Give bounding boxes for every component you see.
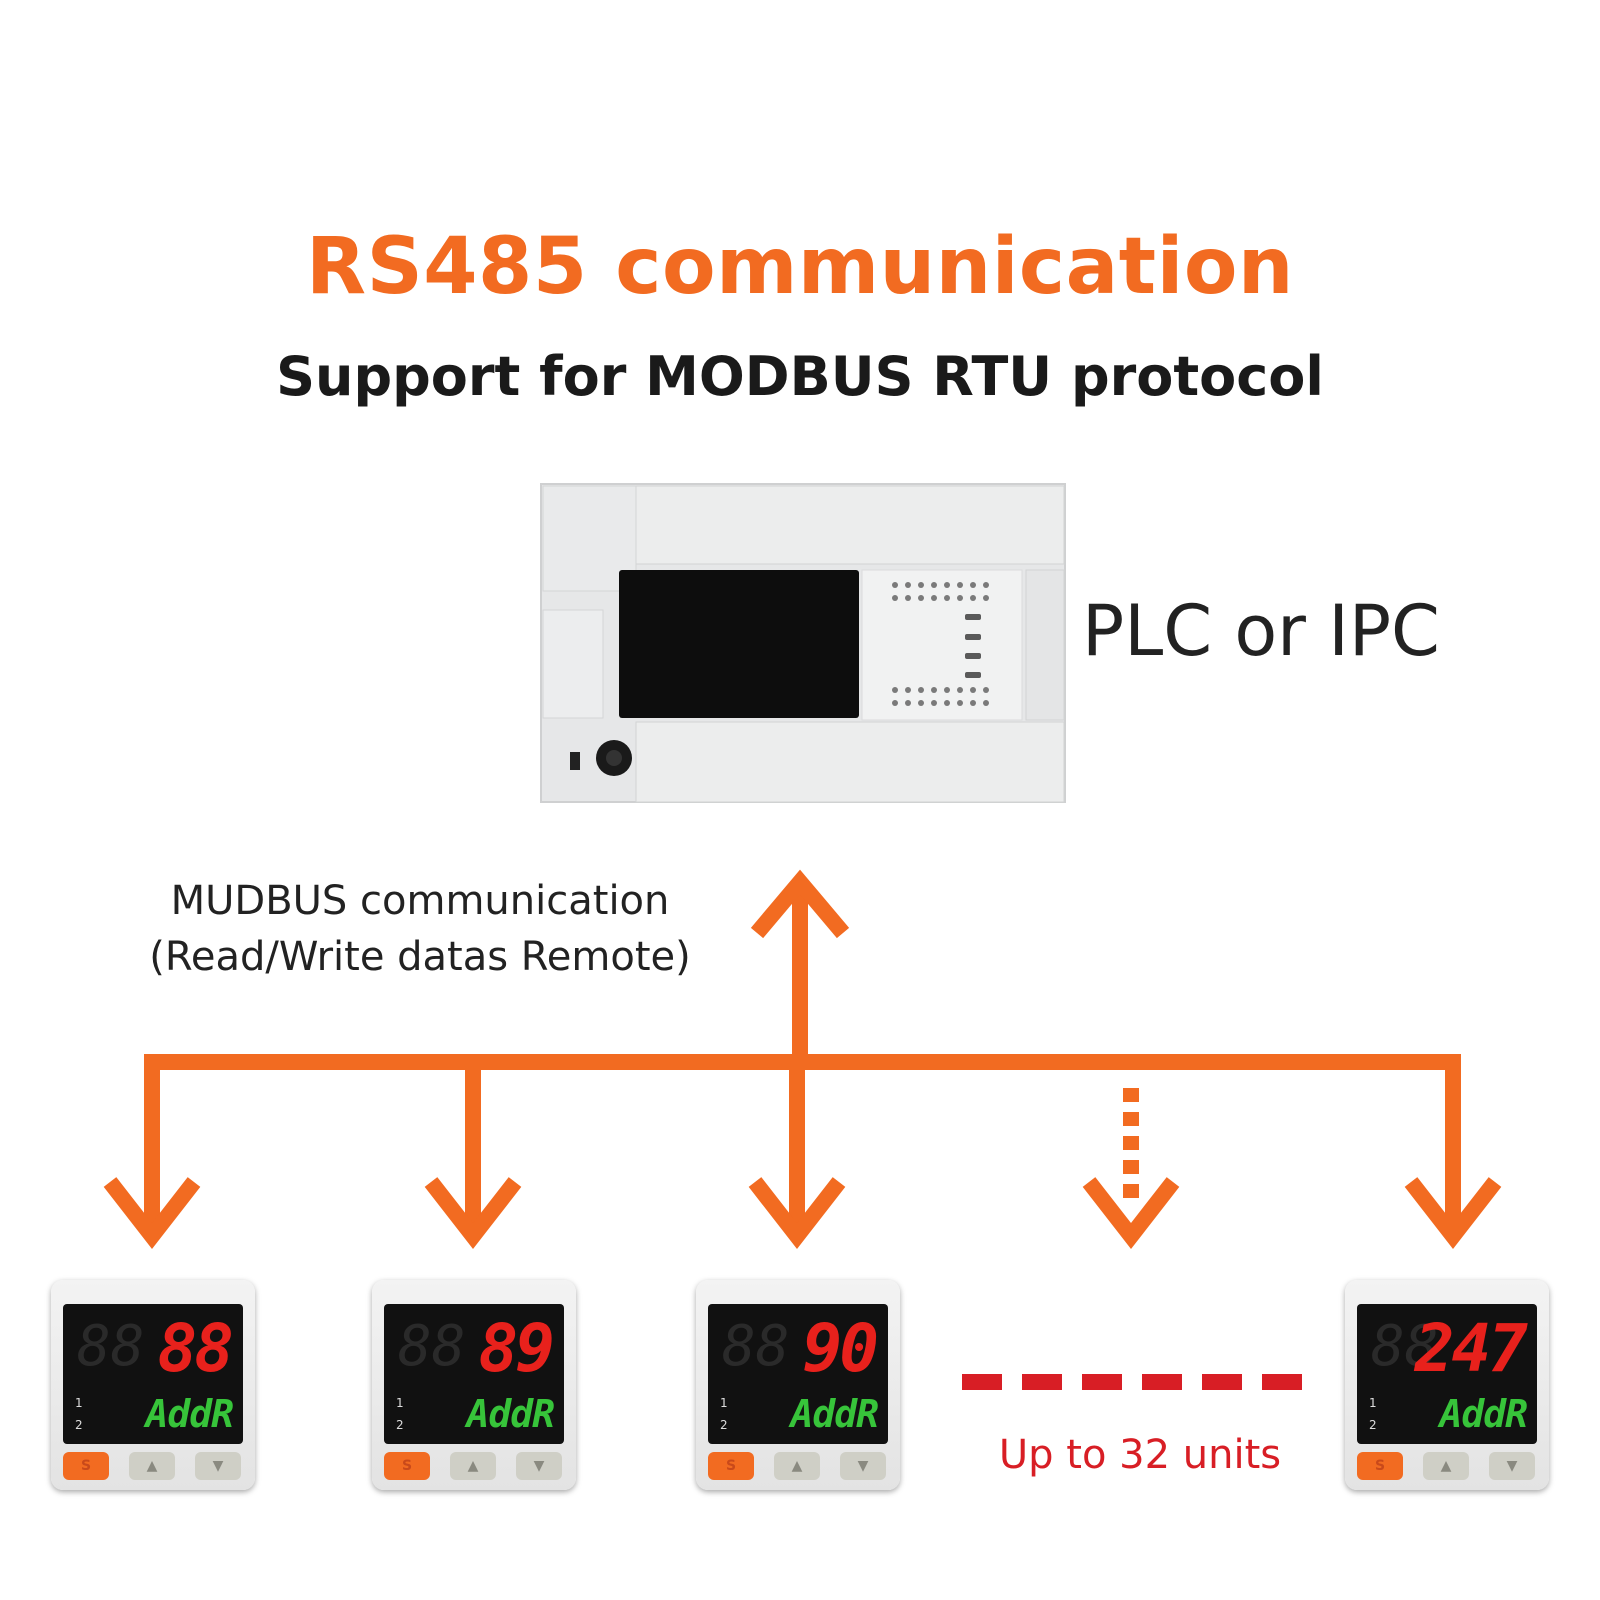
device-addr-label: AddR [466, 1392, 555, 1436]
set-button-label: S [1374, 1458, 1386, 1474]
bus-lines [103, 869, 1502, 1250]
device-address-code: 89 [478, 1310, 556, 1387]
up-button: ▲ [129, 1452, 175, 1480]
down-arrow-icon: ▼ [857, 1458, 869, 1474]
plc-device [540, 483, 1066, 803]
plc-label: PLC or IPC [1082, 590, 1440, 672]
bus-label-line2: (Read/Write datas Remote) [149, 934, 691, 980]
display-ghost-digits: 88 [1371, 1314, 1439, 1379]
indicator-1: 1 [1369, 1396, 1377, 1410]
page-title: RS485 communication [306, 222, 1294, 312]
down-button: ▼ [195, 1452, 241, 1480]
down-arrow-icon: ▼ [533, 1458, 545, 1474]
ellipsis-dash [1022, 1374, 1062, 1390]
device-address-code: 247 [1414, 1310, 1528, 1387]
device-addr-label: AddR [145, 1392, 234, 1436]
device-addr-label: AddR [790, 1392, 879, 1436]
up-button: ▲ [774, 1452, 820, 1480]
plc-status-leds [965, 614, 981, 678]
slave-device: 88 88 1 2 AddR S ▲ ▼ [51, 1280, 255, 1490]
indicator-1: 1 [75, 1396, 83, 1410]
plc-io-leds [892, 582, 989, 706]
bus-label-line1: MUDBUS communication [170, 878, 670, 924]
down-button: ▼ [516, 1452, 562, 1480]
device-address-code: 90 [802, 1310, 880, 1387]
up-arrow-icon: ▲ [791, 1458, 803, 1474]
device-display: 88 247 1 2 AddR [1357, 1304, 1537, 1444]
device-address-code: 88 [157, 1310, 235, 1387]
set-button: S [708, 1452, 754, 1480]
down-arrow-icon: ▼ [1506, 1458, 1518, 1474]
device-display: 88 90 1 2 AddR [708, 1304, 888, 1444]
up-arrow-icon: ▲ [146, 1458, 158, 1474]
indicator-1: 1 [396, 1396, 404, 1410]
ellipsis-dash [962, 1374, 1002, 1390]
up-button: ▲ [1423, 1452, 1469, 1480]
slave-device: 88 247 1 2 AddR S ▲ ▼ [1345, 1280, 1549, 1490]
up-arrow-icon: ▲ [1440, 1458, 1452, 1474]
ellipsis-dashes [962, 1374, 1302, 1390]
device-display: 88 89 1 2 AddR [384, 1304, 564, 1444]
indicator-2: 2 [1369, 1418, 1377, 1432]
indicator-1: 1 [720, 1396, 728, 1410]
display-ghost-digits: 88 [722, 1314, 790, 1379]
units-label: Up to 32 units [998, 1432, 1282, 1478]
set-button-label: S [725, 1458, 737, 1474]
dotted-drop-arrow-icon [1082, 1177, 1180, 1250]
slave-device: 88 89 1 2 AddR S ▲ ▼ [372, 1280, 576, 1490]
ellipsis-dash [1262, 1374, 1302, 1390]
up-arrow-icon: ▲ [467, 1458, 479, 1474]
set-button: S [63, 1452, 109, 1480]
drop-arrow-icon [1404, 1177, 1502, 1250]
set-button: S [1357, 1452, 1403, 1480]
device-addr-label: AddR [1439, 1392, 1528, 1436]
up-button: ▲ [450, 1452, 496, 1480]
display-ghost-digits: 88 [398, 1314, 466, 1379]
down-arrow-icon: ▼ [212, 1458, 224, 1474]
bus-label: MUDBUS communication (Read/Write datas R… [140, 873, 700, 985]
ellipsis-dash [1082, 1374, 1122, 1390]
indicator-2: 2 [720, 1418, 728, 1432]
set-button-label: S [80, 1458, 92, 1474]
drop-arrow-icon [748, 1177, 846, 1250]
set-button-label: S [401, 1458, 413, 1474]
ellipsis-dash [1202, 1374, 1242, 1390]
drop-arrow-icon [103, 1177, 201, 1250]
drop-arrow-icon [424, 1177, 522, 1250]
down-button: ▼ [840, 1452, 886, 1480]
indicator-2: 2 [75, 1418, 83, 1432]
ellipsis-dash [1142, 1374, 1182, 1390]
display-ghost-digits: 88 [77, 1314, 145, 1379]
down-button: ▼ [1489, 1452, 1535, 1480]
indicator-2: 2 [396, 1418, 404, 1432]
slave-device: 88 90 1 2 AddR S ▲ ▼ [696, 1280, 900, 1490]
page-subtitle: Support for MODBUS RTU protocol [276, 345, 1324, 408]
set-button: S [384, 1452, 430, 1480]
uplink-arrow-icon [750, 869, 850, 939]
device-display: 88 88 1 2 AddR [63, 1304, 243, 1444]
